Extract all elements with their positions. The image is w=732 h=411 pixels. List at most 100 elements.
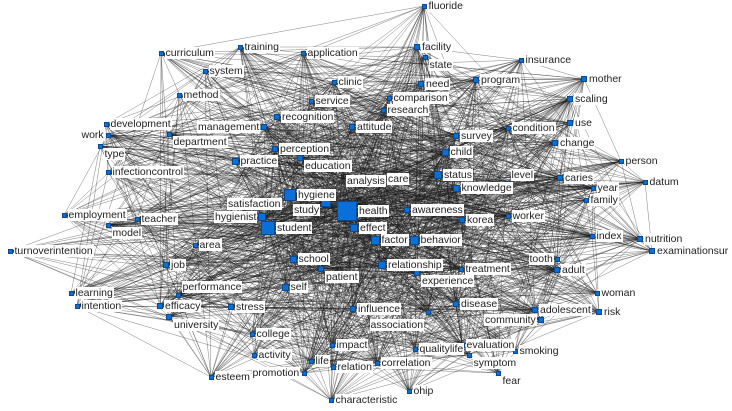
node-scaling[interactable]: [567, 96, 573, 102]
node-ohip[interactable]: [406, 388, 412, 394]
node-caries[interactable]: [557, 175, 563, 181]
node-knowledge[interactable]: [452, 184, 460, 192]
node-student[interactable]: [261, 221, 275, 235]
node-mother[interactable]: [581, 76, 587, 82]
node-symptom[interactable]: [466, 352, 472, 358]
node-change[interactable]: [552, 140, 558, 146]
node-association[interactable]: [425, 309, 431, 315]
node-esteem[interactable]: [208, 374, 214, 380]
node-qualitylife[interactable]: [412, 346, 418, 352]
node-use[interactable]: [567, 120, 573, 126]
node-attitude[interactable]: [349, 124, 355, 130]
node-disease[interactable]: [453, 301, 459, 307]
node-status[interactable]: [434, 171, 442, 179]
node-program[interactable]: [473, 77, 479, 83]
node-woman[interactable]: [594, 290, 600, 296]
node-state[interactable]: [422, 54, 428, 60]
node-turnoverintention[interactable]: [7, 248, 13, 254]
node-model[interactable]: [105, 222, 111, 228]
node-treatment[interactable]: [458, 266, 464, 272]
node-area[interactable]: [192, 242, 198, 248]
node-promotion[interactable]: [301, 370, 307, 376]
node-stress[interactable]: [228, 304, 234, 310]
node-patient[interactable]: [318, 266, 324, 272]
node-fear[interactable]: [495, 370, 501, 376]
node-intention[interactable]: [74, 303, 80, 309]
node-university[interactable]: [166, 314, 172, 320]
edge: [194, 244, 232, 308]
node-relation[interactable]: [330, 364, 336, 370]
node-insurance[interactable]: [518, 57, 524, 63]
node-work[interactable]: [105, 132, 111, 138]
node-risk[interactable]: [596, 309, 602, 315]
node-health[interactable]: [337, 201, 357, 221]
node-condition[interactable]: [505, 125, 511, 131]
node-research[interactable]: [380, 107, 386, 113]
node-effect[interactable]: [350, 224, 358, 232]
node-child[interactable]: [441, 148, 449, 156]
node-curriculum[interactable]: [158, 50, 164, 56]
node-method[interactable]: [176, 92, 182, 98]
edge: [461, 219, 470, 356]
node-type[interactable]: [97, 143, 103, 149]
node-adult[interactable]: [554, 267, 560, 273]
edge: [194, 244, 416, 350]
node-factor[interactable]: [370, 235, 380, 245]
node-activity[interactable]: [251, 352, 257, 358]
node-hygiene[interactable]: [284, 189, 296, 201]
node-comparison[interactable]: [386, 95, 392, 101]
node-nutrition[interactable]: [637, 236, 643, 242]
node-survey[interactable]: [453, 133, 459, 139]
node-perception[interactable]: [272, 146, 278, 152]
edge: [230, 292, 598, 308]
node-efficacy[interactable]: [157, 303, 163, 309]
node-index[interactable]: [589, 233, 595, 239]
node-facility[interactable]: [414, 44, 420, 50]
node-community[interactable]: [538, 317, 544, 323]
node-examinationsur[interactable]: [649, 248, 655, 254]
node-education[interactable]: [297, 155, 303, 161]
node-learning[interactable]: [68, 290, 74, 296]
node-korea[interactable]: [459, 217, 465, 223]
node-practice[interactable]: [231, 157, 239, 165]
node-service[interactable]: [308, 98, 314, 104]
node-life[interactable]: [308, 358, 314, 364]
node-tooth[interactable]: [554, 256, 560, 262]
node-worker[interactable]: [505, 213, 511, 219]
node-family[interactable]: [583, 197, 589, 203]
node-influence[interactable]: [350, 306, 356, 312]
node-label: life: [314, 355, 330, 367]
node-system[interactable]: [202, 68, 208, 74]
edge: [408, 181, 646, 392]
node-college[interactable]: [249, 331, 255, 337]
node-correlation[interactable]: [374, 360, 380, 366]
node-employment[interactable]: [61, 212, 67, 218]
node-adolescent[interactable]: [532, 307, 538, 313]
node-infectioncontrol[interactable]: [105, 169, 111, 175]
node-relationship[interactable]: [378, 261, 386, 269]
node-self[interactable]: [281, 283, 289, 291]
node-datum[interactable]: [642, 179, 648, 185]
node-fluoride[interactable]: [421, 3, 427, 9]
node-need[interactable]: [418, 81, 424, 87]
node-management[interactable]: [261, 124, 267, 130]
node-training[interactable]: [237, 44, 243, 50]
node-year[interactable]: [590, 185, 596, 191]
node-teacher[interactable]: [134, 216, 140, 222]
node-performance[interactable]: [175, 292, 181, 298]
node-behavior[interactable]: [409, 235, 419, 245]
node-characteristic[interactable]: [328, 397, 334, 403]
node-development[interactable]: [103, 121, 109, 127]
node-application[interactable]: [300, 50, 306, 56]
node-impact[interactable]: [329, 342, 335, 348]
node-clinic[interactable]: [331, 79, 337, 85]
node-hygienist[interactable]: [258, 213, 266, 221]
node-school[interactable]: [289, 255, 297, 263]
node-person[interactable]: [618, 158, 624, 164]
node-recognition[interactable]: [274, 114, 280, 120]
node-awareness[interactable]: [404, 207, 410, 213]
edge: [325, 160, 622, 203]
node-job[interactable]: [163, 262, 169, 268]
node-department[interactable]: [166, 131, 172, 137]
node-label: risk: [603, 306, 622, 318]
